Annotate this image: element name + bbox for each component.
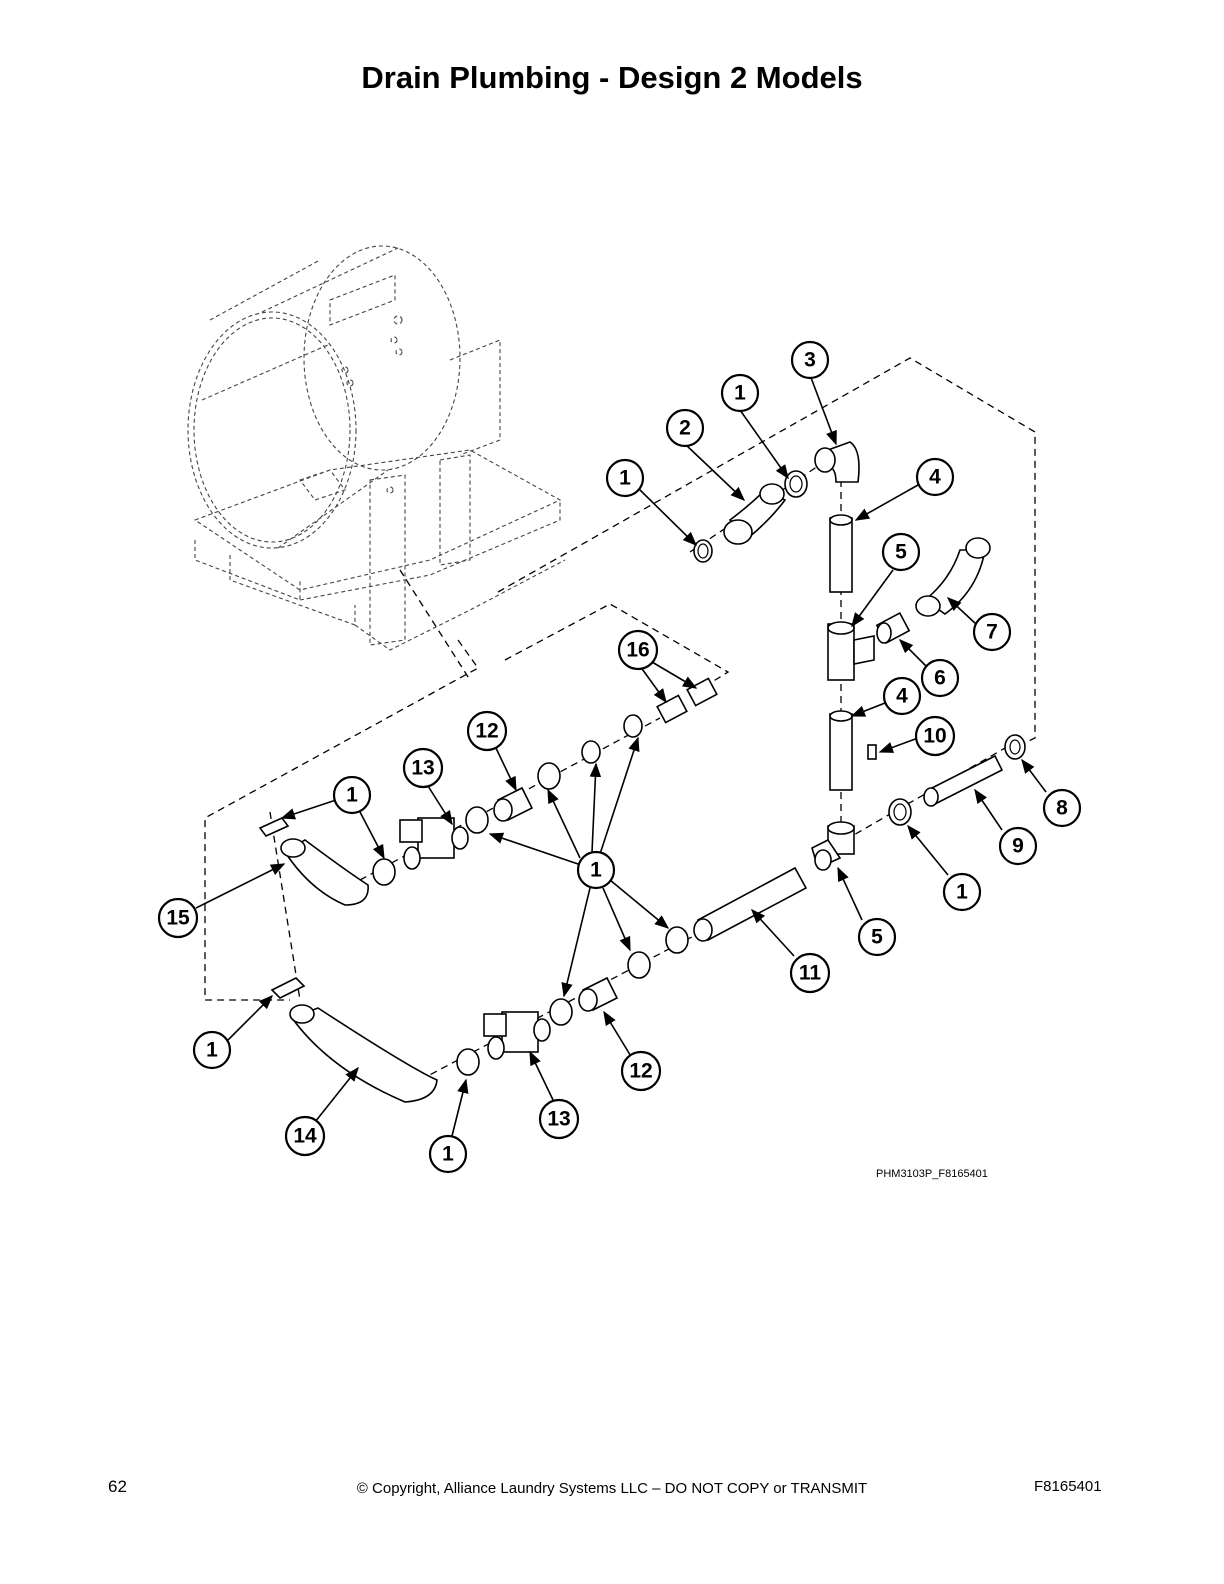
svg-text:4: 4 — [929, 466, 941, 489]
svg-text:6: 6 — [934, 667, 946, 690]
hose-14 — [289, 1004, 438, 1103]
callout-11: 11 — [789, 952, 831, 994]
hose-7 — [915, 537, 991, 617]
callout-1-right: 1 — [942, 872, 982, 912]
pipe-9 — [923, 754, 1004, 807]
svg-text:14: 14 — [293, 1125, 317, 1148]
document-number: F8165401 — [1034, 1478, 1102, 1495]
washer-drum-frame — [187, 245, 566, 651]
coupling-16 — [656, 677, 718, 724]
cap-8 — [1004, 734, 1026, 760]
pipe-11 — [693, 866, 808, 942]
callout-15: 15 — [157, 897, 199, 939]
svg-text:3: 3 — [804, 349, 816, 372]
svg-text:11: 11 — [799, 962, 822, 985]
callout-5-lower: 5 — [857, 917, 897, 957]
callout-1-lower-left: 1 — [192, 1030, 232, 1070]
svg-text:12: 12 — [629, 1060, 652, 1083]
coupling-6 — [875, 611, 911, 645]
callout-6: 6 — [920, 658, 960, 698]
callout-1-upper-left: 1 — [605, 458, 645, 498]
tee-5-lower — [811, 821, 855, 871]
hose-clamp-top — [784, 470, 808, 498]
svg-text:1: 1 — [734, 382, 746, 405]
clamp-row-upper — [465, 714, 643, 834]
elbow-3 — [814, 441, 860, 483]
svg-text:4: 4 — [896, 685, 908, 708]
svg-text:2: 2 — [679, 417, 691, 440]
pipe-4-lower — [829, 710, 853, 791]
hose-clamp-right — [888, 798, 912, 826]
callout-9: 9 — [998, 826, 1038, 866]
callout-12-upper: 12 — [466, 710, 508, 752]
svg-text:15: 15 — [166, 907, 190, 930]
tee-5-upper — [827, 621, 875, 681]
callout-3: 3 — [790, 340, 830, 380]
clip-upper-left — [258, 817, 290, 837]
coupling-12-upper — [493, 786, 534, 822]
valve-13-lower — [483, 1011, 551, 1060]
svg-text:1: 1 — [590, 859, 602, 882]
callout-1-center: 1 — [576, 850, 616, 890]
clamp-row-lower — [456, 926, 689, 1076]
page-number: 62 — [108, 1477, 127, 1496]
callout-12-lower: 12 — [620, 1050, 662, 1092]
svg-text:12: 12 — [475, 720, 498, 743]
svg-text:1: 1 — [206, 1039, 218, 1062]
pipe-4-upper — [829, 514, 853, 593]
svg-text:1: 1 — [956, 881, 968, 904]
callout-4-upper: 4 — [915, 457, 955, 497]
svg-text:7: 7 — [986, 621, 998, 644]
callout-16: 16 — [617, 629, 659, 671]
callout-14: 14 — [284, 1115, 326, 1157]
callout-2: 2 — [665, 408, 705, 448]
callout-10: 10 — [914, 715, 956, 757]
callout-13-upper: 13 — [402, 747, 444, 789]
svg-text:10: 10 — [923, 725, 946, 748]
callout-4-lower: 4 — [882, 676, 922, 716]
svg-text:1: 1 — [619, 467, 631, 490]
callout-7: 7 — [972, 612, 1012, 652]
svg-text:1: 1 — [442, 1143, 454, 1166]
hose-clamp-top-left — [693, 539, 713, 563]
valve-13-upper — [399, 817, 469, 870]
callout-5-upper: 5 — [881, 532, 921, 572]
svg-text:9: 9 — [1012, 835, 1024, 858]
leader-lines — [195, 374, 1047, 1137]
figure-reference: PHM3103P_F8165401 — [876, 1168, 988, 1180]
svg-text:13: 13 — [547, 1108, 570, 1131]
svg-text:5: 5 — [871, 926, 883, 949]
callout-8: 8 — [1042, 788, 1082, 828]
svg-text:16: 16 — [626, 639, 649, 662]
hose-2 — [723, 483, 787, 545]
copyright-notice: © Copyright, Alliance Laundry Systems LL… — [356, 1480, 868, 1497]
callout-1-bottom: 1 — [428, 1134, 468, 1174]
svg-text:5: 5 — [895, 541, 907, 564]
page-title: Drain Plumbing - Design 2 Models — [361, 60, 863, 95]
svg-text:1: 1 — [346, 784, 358, 807]
clamp-upper-left — [372, 858, 396, 886]
svg-text:13: 13 — [411, 757, 434, 780]
callout-1-left-upper: 1 — [332, 775, 372, 815]
callout-1-top: 1 — [720, 373, 760, 413]
callout-13-lower: 13 — [538, 1098, 580, 1140]
svg-text:8: 8 — [1056, 797, 1068, 820]
clip-lower-left — [270, 977, 306, 999]
fitting-10 — [867, 744, 877, 760]
coupling-12-lower — [578, 976, 619, 1012]
hose-15 — [280, 838, 369, 906]
